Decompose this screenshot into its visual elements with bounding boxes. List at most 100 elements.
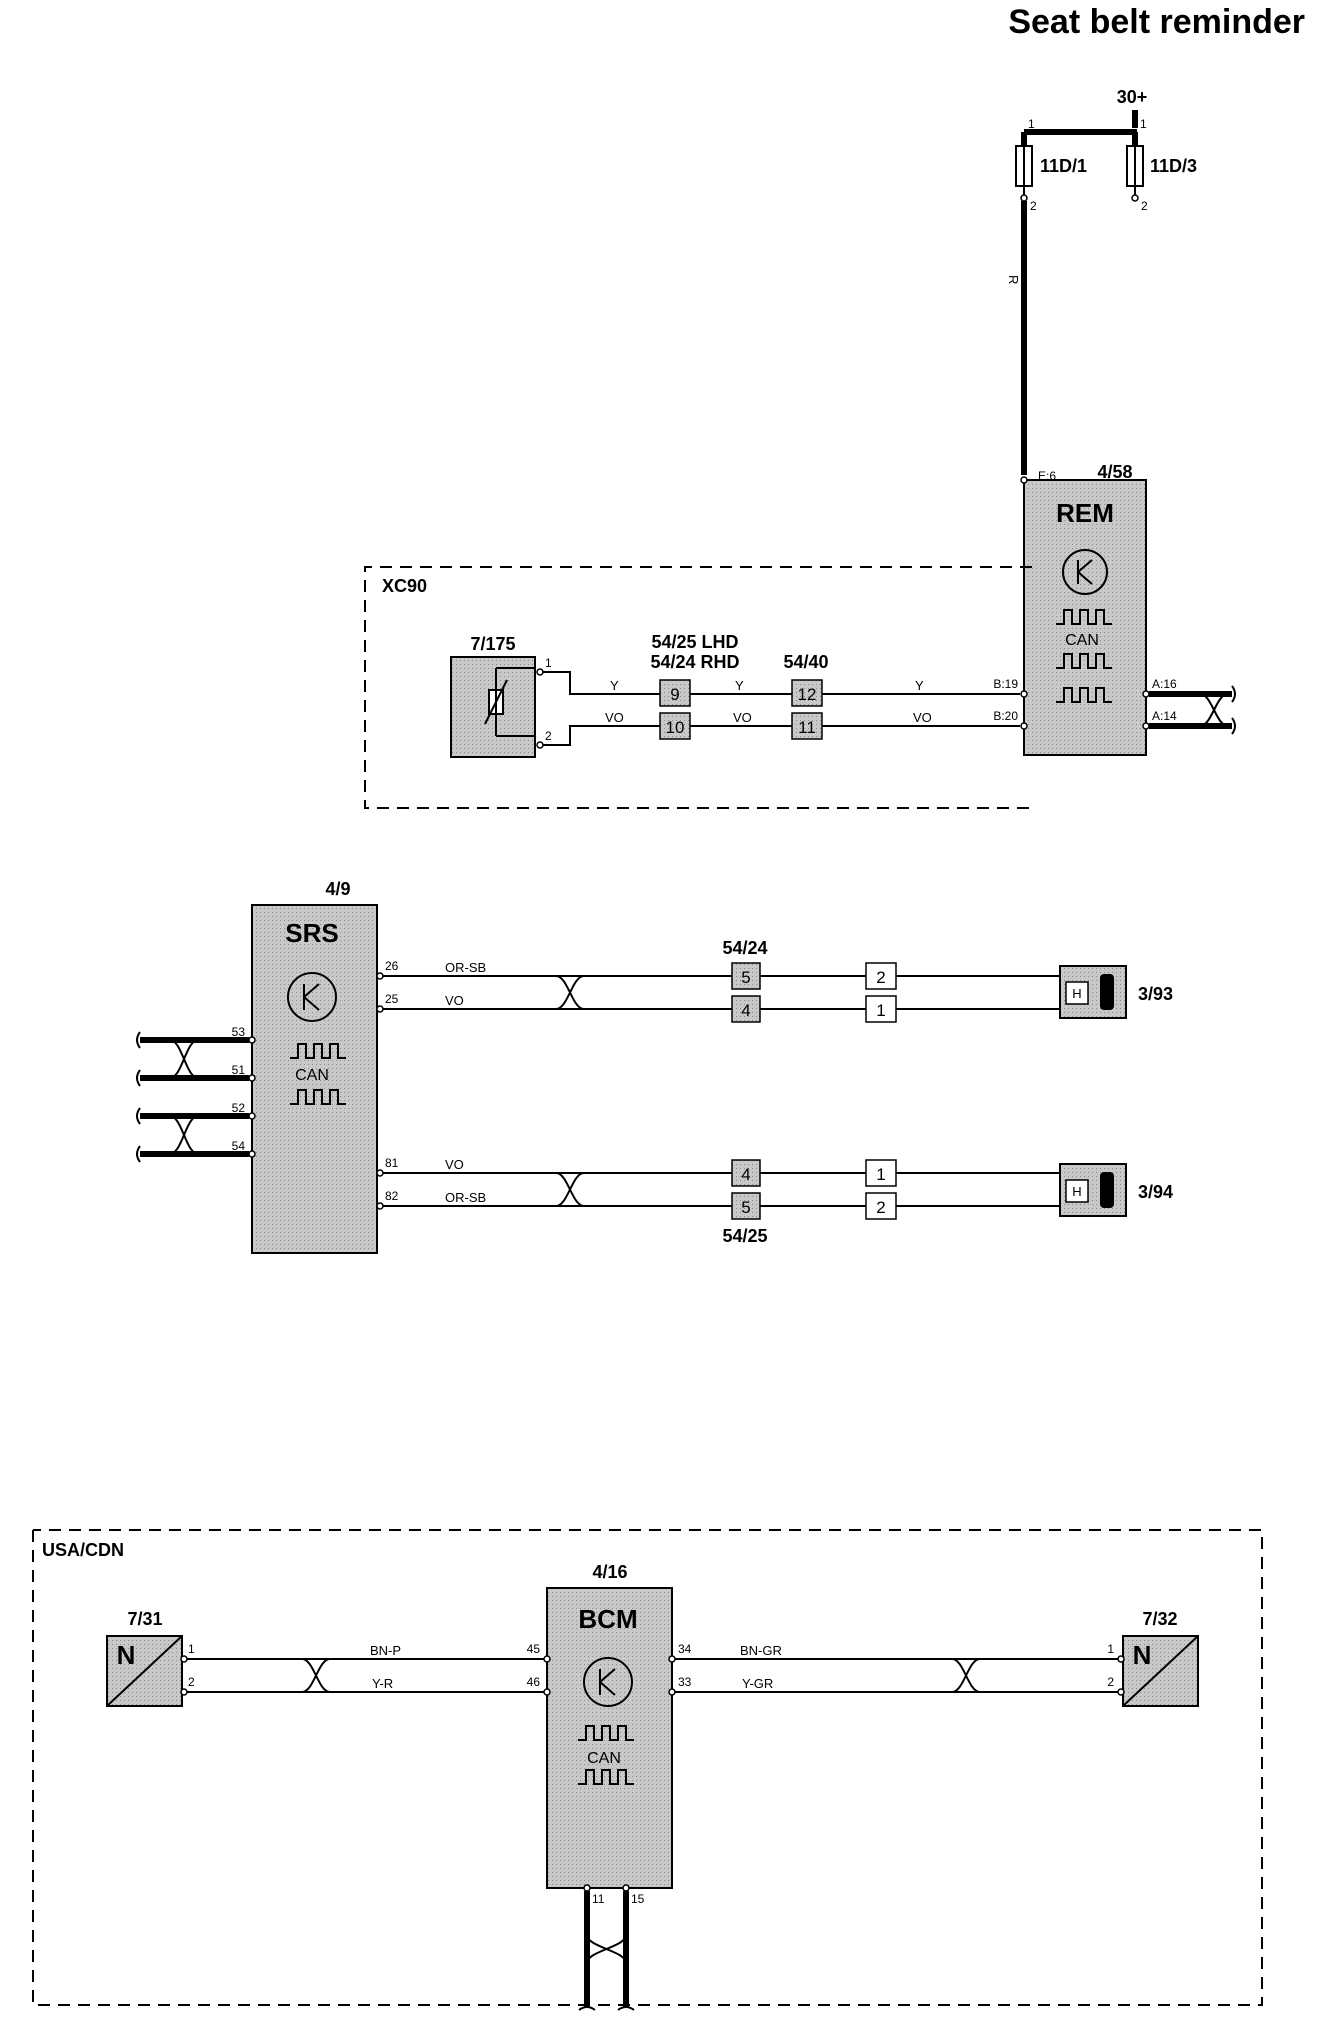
- xc90-section: XC90 7/175 1 2 Y VO Y VO Y VO 54/25 LHD …: [364, 566, 1032, 809]
- rem-twisted-pair: [1199, 693, 1229, 727]
- svg-text:5: 5: [741, 1198, 750, 1217]
- xc90-conn1-bot: [659, 712, 691, 740]
- srs-pin-left-2: 51: [232, 1063, 246, 1077]
- buckle-3-94-icon: [1100, 1172, 1114, 1208]
- fuse-b-pin2: 2: [1141, 199, 1148, 213]
- buckle-3-93-icon: [1100, 974, 1114, 1010]
- xc90-conn2-top: [791, 679, 823, 707]
- srs-can-label: CAN: [295, 1067, 329, 1084]
- bcm-pin-46: 46: [527, 1675, 541, 1689]
- srs-pin-25: 25: [385, 992, 399, 1006]
- srs-pin-left-3: 52: [232, 1101, 246, 1115]
- srs-twisted-pair-2: [169, 1115, 199, 1155]
- left-sensor-pin1: 1: [188, 1642, 195, 1656]
- srs-lower-vo-label: VO: [445, 1157, 464, 1172]
- xc90-wire-vo-label-2: VO: [733, 710, 752, 725]
- rem-id: 4/58: [1097, 462, 1132, 482]
- xc90-conn1-top: [659, 679, 691, 707]
- rem-processor-icon: [1062, 549, 1108, 595]
- rem-pin-e6: E:6: [1038, 469, 1056, 483]
- srs-twisted-pair-1: [169, 1039, 199, 1079]
- right-sensor-pin1: 1: [1107, 1642, 1114, 1656]
- bcm-wire-y-gr-label: Y-GR: [742, 1676, 773, 1691]
- supply-section: 30+ 1 1 11D/1 2 11D/3 2 R: [1006, 87, 1197, 475]
- srs-upper-twist: [555, 975, 585, 1010]
- bcm-pin-11: 11: [592, 1892, 605, 1906]
- rem-pin-a16: A:16: [1152, 677, 1177, 691]
- rem-pin-a14: A:14: [1152, 709, 1177, 723]
- buckle-3-94-h: H: [1072, 1184, 1081, 1199]
- rem-body: [1023, 479, 1147, 756]
- srs-pin-81: 81: [385, 1156, 399, 1170]
- sensor-7-175-pin1: 1: [545, 656, 552, 670]
- fuse-a-pin2: 2: [1030, 199, 1037, 213]
- xc90-conn2-bot: [791, 712, 823, 740]
- xc90-wire-vo-label-1: VO: [605, 710, 624, 725]
- bcm-bottom-twist: [586, 1934, 627, 1964]
- srs-pin-left-4: 54: [232, 1139, 246, 1153]
- svg-text:5: 5: [741, 968, 750, 987]
- xc90-wire-vo: [543, 725, 1020, 746]
- srs-conn-upper-label: 54/24: [722, 938, 767, 958]
- bcm-id: 4/16: [592, 1562, 627, 1582]
- bcm-left-twist: [301, 1658, 331, 1693]
- supply-label: 30+: [1117, 87, 1148, 107]
- srs-can-waveform-2: [290, 1089, 346, 1105]
- rem-pin-b19: B:19: [993, 677, 1018, 691]
- srs-upper-or-sb-label: OR-SB: [445, 960, 486, 975]
- xc90-conn1-label-1: 54/25 LHD: [651, 632, 738, 652]
- bcm-can-waveform-2: [578, 1769, 634, 1785]
- left-sensor-pin2: 2: [188, 1675, 195, 1689]
- svg-text:4: 4: [741, 1001, 750, 1020]
- srs-processor-icon: [287, 972, 337, 1022]
- right-sensor-n: N: [1133, 1640, 1152, 1670]
- xc90-wire-y-label-2: Y: [735, 678, 744, 693]
- rem-can-label: CAN: [1065, 632, 1099, 649]
- srs-can-waveform-1: [290, 1043, 346, 1059]
- svg-text:4: 4: [741, 1165, 750, 1184]
- usa-cdn-label: USA/CDN: [42, 1540, 124, 1560]
- usa-cdn-boundary: [32, 1529, 1263, 2006]
- svg-text:9: 9: [670, 685, 679, 704]
- bcm-wire-bn-p-label: BN-P: [370, 1643, 401, 1658]
- fuse-b-label: 11D/3: [1150, 156, 1197, 176]
- srs-lower-twist: [555, 1172, 585, 1207]
- rem-module: E:6 4/58 REM CAN B:19 B:20 A:16 A:14: [993, 462, 1236, 756]
- srs-pin-82: 82: [385, 1189, 399, 1203]
- bcm-processor-icon: [583, 1657, 633, 1707]
- sensor-7-175-pin2: 2: [545, 729, 552, 743]
- bcm-pin-33: 33: [678, 1675, 692, 1689]
- bcm-wire-bn-gr-label: BN-GR: [740, 1643, 782, 1658]
- svg-text:1: 1: [876, 1165, 885, 1184]
- srs-name: SRS: [285, 918, 338, 948]
- buckle-3-94-label: 3/94: [1138, 1182, 1173, 1202]
- bcm-name: BCM: [578, 1604, 637, 1634]
- rem-pin-b20: B:20: [993, 709, 1018, 723]
- left-sensor-n: N: [117, 1640, 136, 1670]
- xc90-wire-y-label-1: Y: [610, 678, 619, 693]
- svg-text:10: 10: [666, 718, 685, 737]
- bcm-pin-45: 45: [527, 1642, 541, 1656]
- rem-can-waveform-1: [1056, 609, 1112, 625]
- srs-lower-or-sb-label: OR-SB: [445, 1190, 486, 1205]
- xc90-conn2-label: 54/40: [783, 652, 828, 672]
- svg-text:12: 12: [798, 685, 817, 704]
- fuse-b-pin1: 1: [1140, 117, 1147, 131]
- xc90-conn1-label-2: 54/24 RHD: [650, 652, 739, 672]
- right-sensor-pin2: 2: [1107, 1675, 1114, 1689]
- usa-cdn-section: USA/CDN 4/16 BCM CAN 45 46 34 33 7/31 N …: [32, 1529, 1263, 2011]
- bcm-right-twist: [951, 1658, 981, 1693]
- srs-upper-vo-label: VO: [445, 993, 464, 1008]
- bcm-wire-y-r-label: Y-R: [372, 1676, 393, 1691]
- right-sensor-id: 7/32: [1142, 1609, 1177, 1629]
- xc90-label: XC90: [382, 576, 427, 596]
- xc90-wire-y-label-3: Y: [915, 678, 924, 693]
- srs-section: 4/9 SRS CAN 53 51 52 54 26 25 81 82: [136, 879, 1173, 1254]
- page-title: Seat belt reminder: [1008, 3, 1305, 41]
- svg-text:1: 1: [876, 1001, 885, 1020]
- fuse-a-pin1: 1: [1028, 117, 1035, 131]
- srs-body: [251, 904, 378, 1254]
- rem-name: REM: [1056, 498, 1114, 528]
- rem-can-waveform-3: [1056, 687, 1112, 703]
